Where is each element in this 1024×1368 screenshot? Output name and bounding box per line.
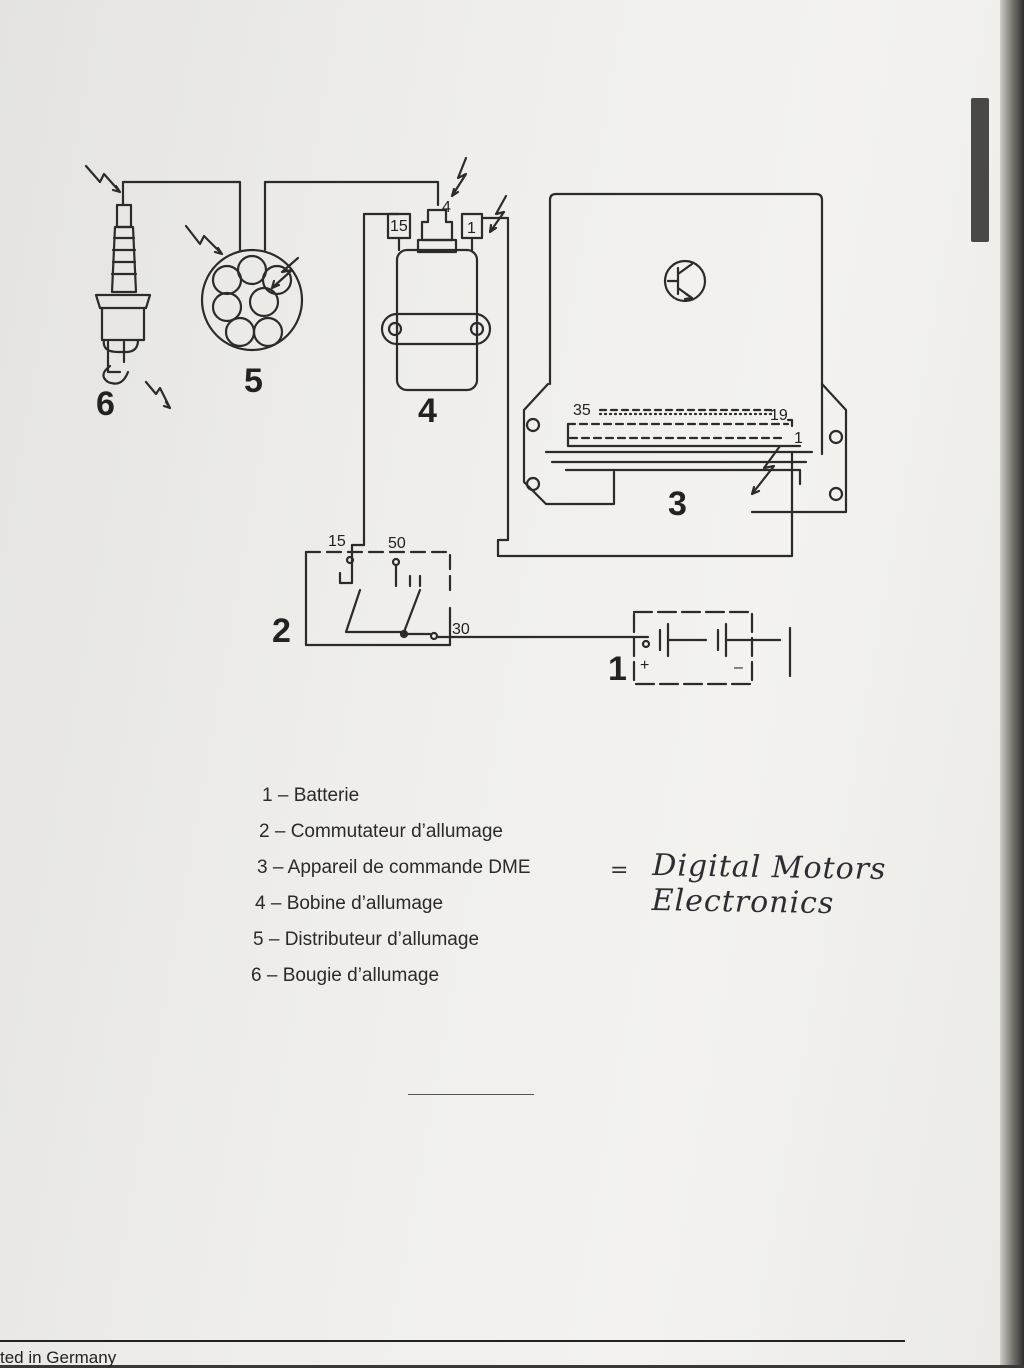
component-label-4: 4 xyxy=(418,392,437,430)
separator-line xyxy=(408,1094,534,1095)
footer-printed-in: ted in Germany xyxy=(0,1348,117,1367)
component-label-6: 6 xyxy=(96,385,115,423)
control-unit-symbol xyxy=(522,192,848,514)
terminal-coil-1: 1 xyxy=(467,220,476,237)
ignition-wiring-diagram: 6 5 4 3 2 1 15 4 1 15 50 30 35 19 1 + – xyxy=(84,156,848,688)
terminal-coil-15: 15 xyxy=(390,218,408,235)
legend-item-1: 1 – Batterie xyxy=(262,785,360,806)
wire-coil-to-distributor xyxy=(263,180,440,252)
legend-item-2: 2 – Commutateur d’allumage xyxy=(259,821,503,842)
wire-coil-to-plug xyxy=(121,180,242,252)
terminal-switch-30: 30 xyxy=(452,621,470,638)
terminal-ecu-1: 1 xyxy=(794,430,803,447)
footer-rule xyxy=(0,1340,905,1342)
terminal-switch-50: 50 xyxy=(388,535,406,552)
component-label-3: 3 xyxy=(668,485,687,523)
battery-minus-sign: – xyxy=(734,659,743,676)
component-label-5: 5 xyxy=(244,362,263,400)
legend-item-5: 5 – Distributeur d’allumage xyxy=(253,929,480,950)
handwritten-annotation: Digital Motors Electronics xyxy=(651,848,887,922)
legend-list: 1 – Batterie 2 – Commutateur d’allumage … xyxy=(250,778,531,994)
component-label-2: 2 xyxy=(272,612,291,650)
spark-plug-symbol xyxy=(94,203,152,385)
terminal-switch-15: 15 xyxy=(328,533,346,550)
wire-1-coil-to-ecu xyxy=(480,216,794,558)
page-tab-mark xyxy=(971,98,989,242)
legend-item-4: 4 – Bobine d’allumage xyxy=(255,893,444,914)
ignition-switch-symbol xyxy=(304,550,642,647)
terminal-coil-4: 4 xyxy=(442,199,451,216)
ignition-coil-symbol xyxy=(380,208,492,392)
component-label-1: 1 xyxy=(608,650,627,688)
handwritten-equals: = xyxy=(610,858,629,883)
spark-symbols xyxy=(84,156,782,496)
terminal-ecu-19: 19 xyxy=(770,407,788,424)
distributor-symbol xyxy=(200,248,304,352)
battery-plus-sign: + xyxy=(640,657,649,674)
terminal-ecu-35: 35 xyxy=(573,402,591,419)
manual-page xyxy=(0,0,1000,1365)
battery-symbol xyxy=(632,610,792,686)
page-edge-background xyxy=(1000,0,1024,1365)
legend-item-6: 6 – Bougie d’allumage xyxy=(251,965,440,986)
wire-15-coil-to-switch xyxy=(362,212,401,547)
legend-item-3: 3 – Appareil de commande DME xyxy=(257,857,531,878)
